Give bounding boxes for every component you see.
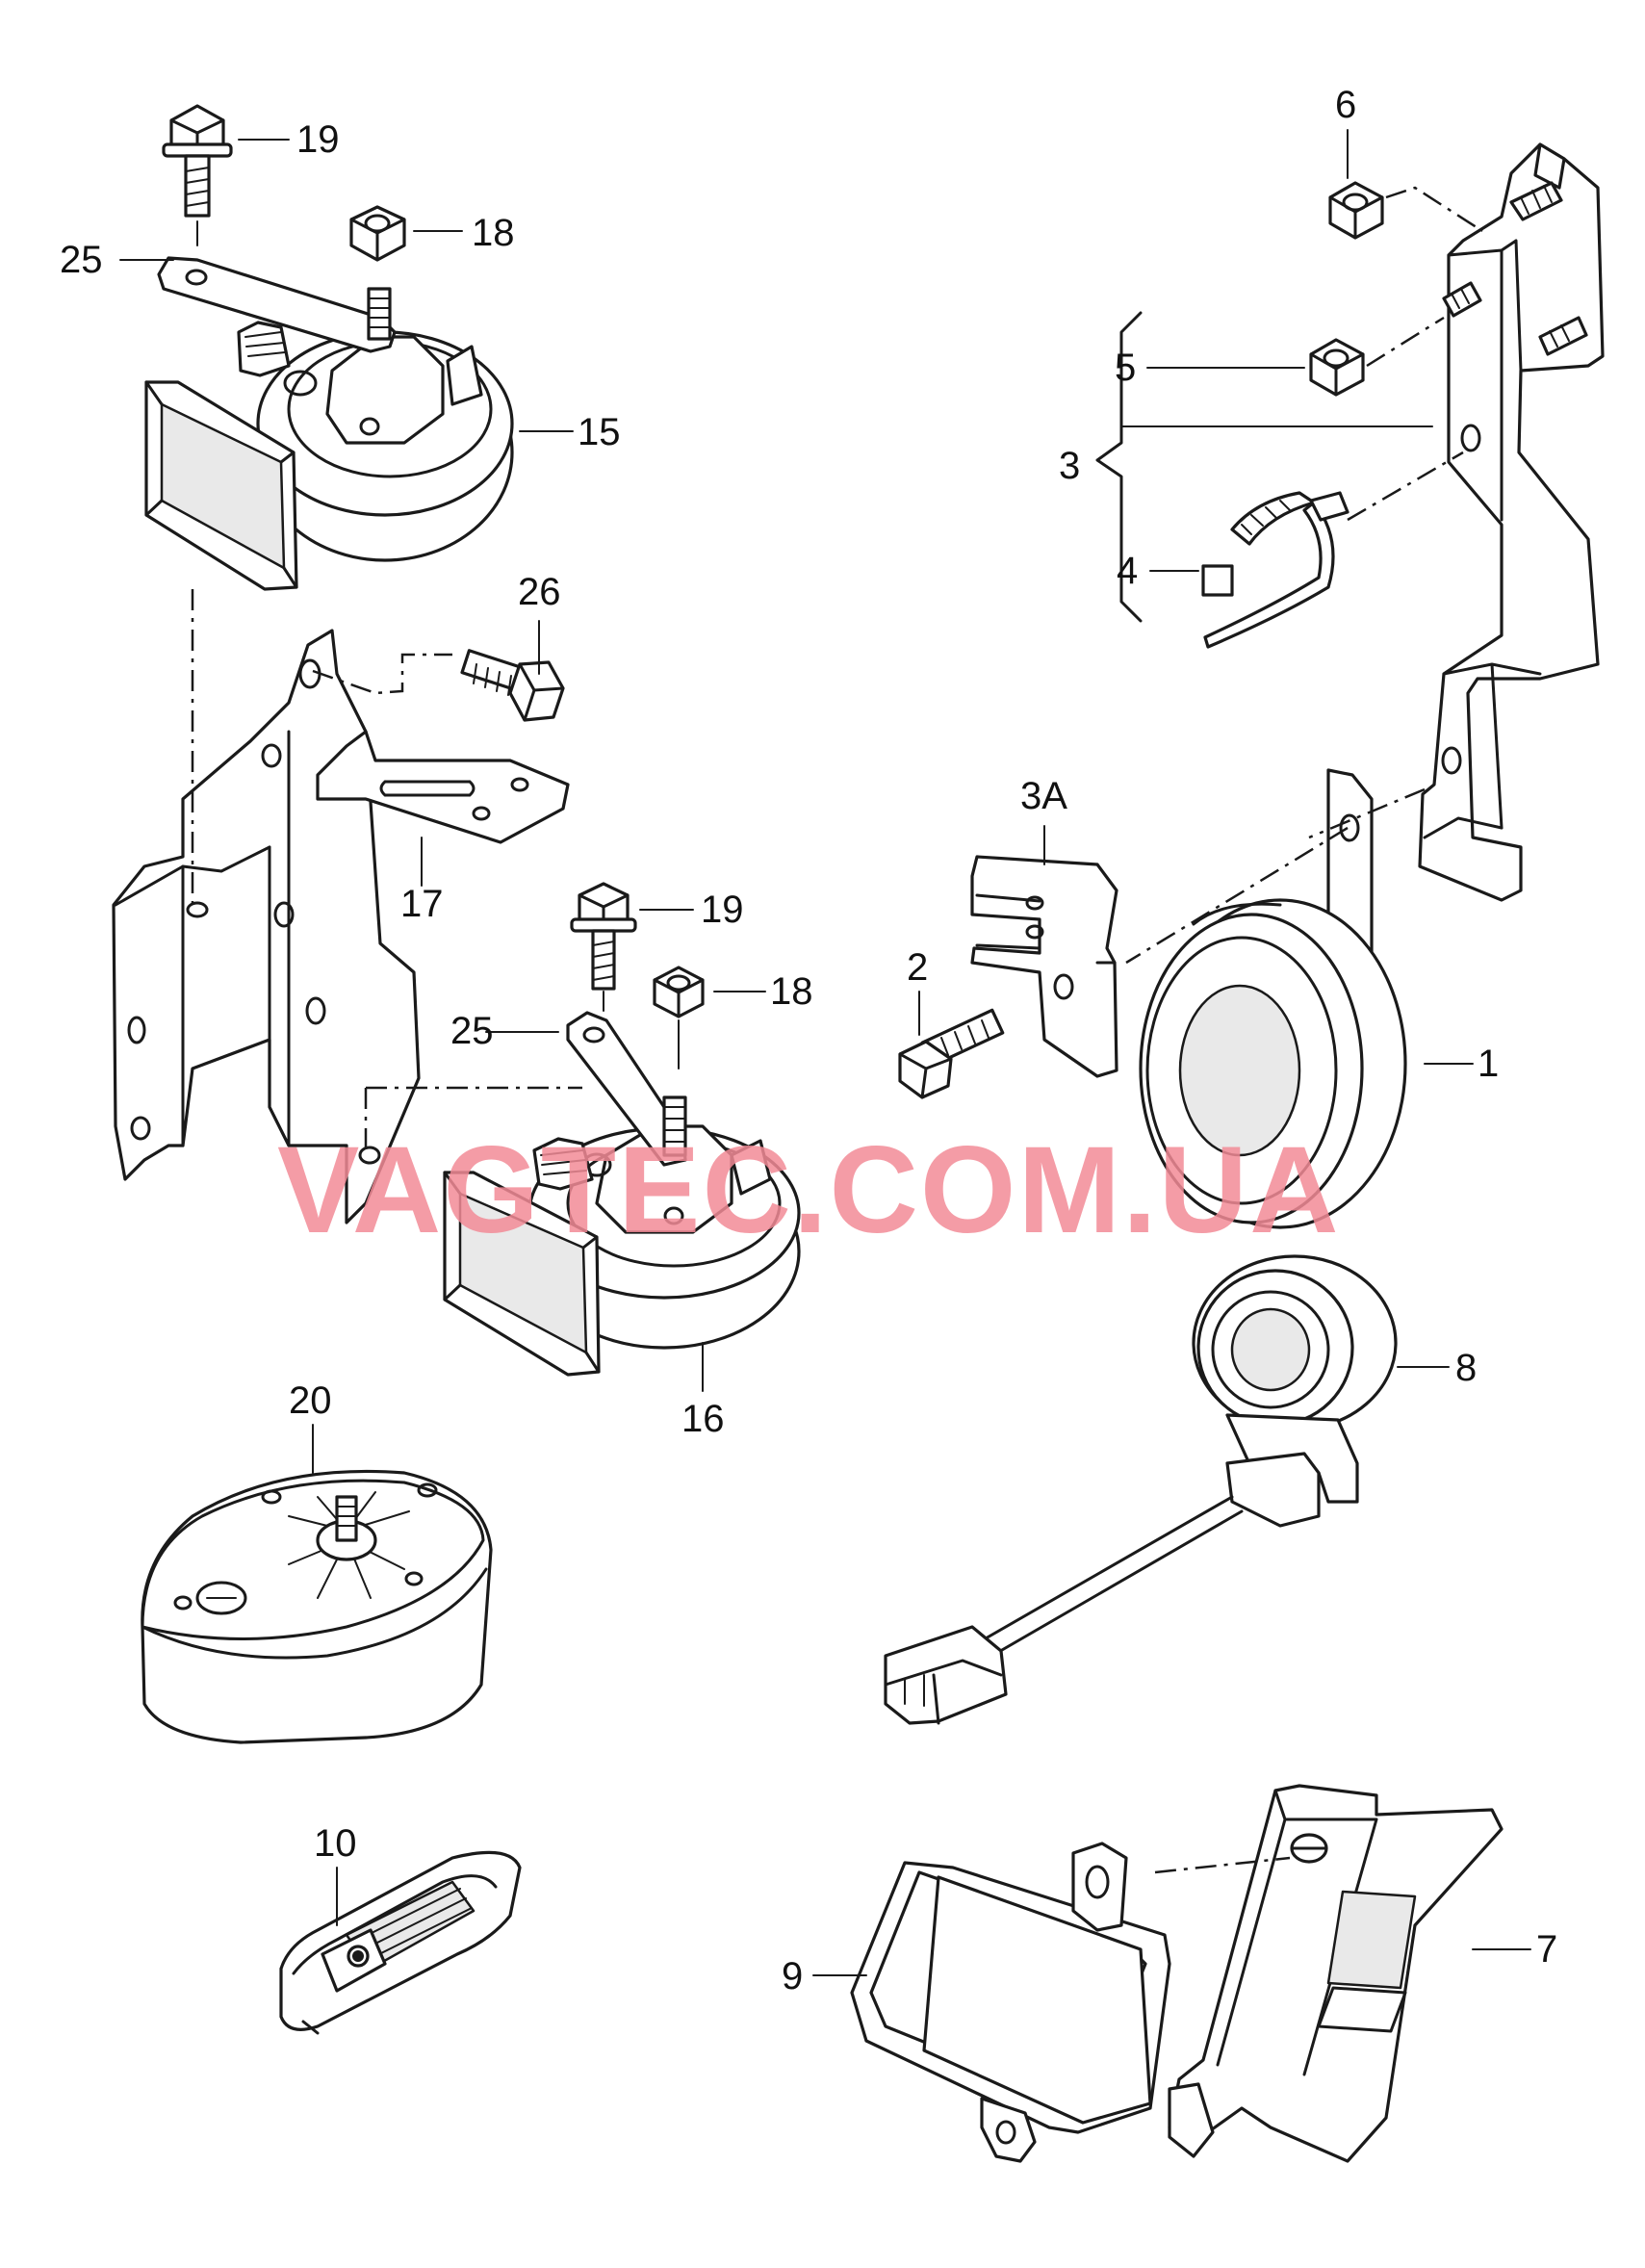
- nut-18-middle: [653, 966, 705, 1070]
- bracket-3a: [970, 855, 1118, 1078]
- horn-switch-10: [279, 1850, 522, 2035]
- callout-26: 26: [518, 571, 561, 613]
- callout-5: 5: [1115, 347, 1136, 389]
- callout-2: 2: [907, 946, 928, 989]
- bolt-19-top: [162, 104, 233, 246]
- control-module-9: [850, 1842, 1171, 2163]
- callout-25-middle: 25: [450, 1010, 494, 1052]
- nut-18-top: [349, 205, 406, 262]
- callout-15: 15: [578, 411, 621, 453]
- callout-8: 8: [1455, 1347, 1477, 1389]
- module-holder-7: [1168, 1784, 1504, 2163]
- callout-3a: 3A: [1020, 775, 1067, 817]
- watermark-text: VAGTEC.COM.UA: [277, 1121, 1341, 1259]
- callout-19-top: 19: [296, 118, 340, 161]
- callout-3: 3: [1059, 445, 1080, 487]
- callout-18-middle: 18: [770, 970, 813, 1013]
- cable-tie-4: [1201, 491, 1349, 649]
- bolt-19-middle: [570, 882, 637, 1012]
- callout-leaders: [119, 129, 1531, 1976]
- callout-25-top: 25: [60, 239, 103, 281]
- horn-mounting-bracket-right: [1326, 142, 1605, 979]
- horn-15: [144, 256, 514, 591]
- horn-mounting-bracket-left: [112, 629, 570, 1224]
- callout-7: 7: [1536, 1928, 1557, 1971]
- nut-6: [1328, 181, 1384, 240]
- bolt-26: [460, 649, 565, 722]
- horn-16: [443, 1011, 801, 1377]
- nut-5: [1309, 338, 1365, 397]
- callout-6: 6: [1335, 84, 1356, 126]
- callout-19-middle: 19: [701, 889, 744, 931]
- callout-17: 17: [400, 883, 444, 925]
- callout-4: 4: [1117, 550, 1138, 592]
- callout-1: 1: [1478, 1043, 1499, 1085]
- horn-20: [141, 1469, 493, 1744]
- callout-16: 16: [681, 1398, 725, 1440]
- callout-20: 20: [289, 1379, 332, 1422]
- callout-18-top: 18: [472, 212, 515, 254]
- bolt-2: [898, 1008, 1005, 1099]
- callout-9: 9: [782, 1955, 803, 1997]
- horn-8: [884, 1254, 1398, 1725]
- horn-1: [1139, 898, 1407, 1229]
- callout-10: 10: [314, 1822, 357, 1865]
